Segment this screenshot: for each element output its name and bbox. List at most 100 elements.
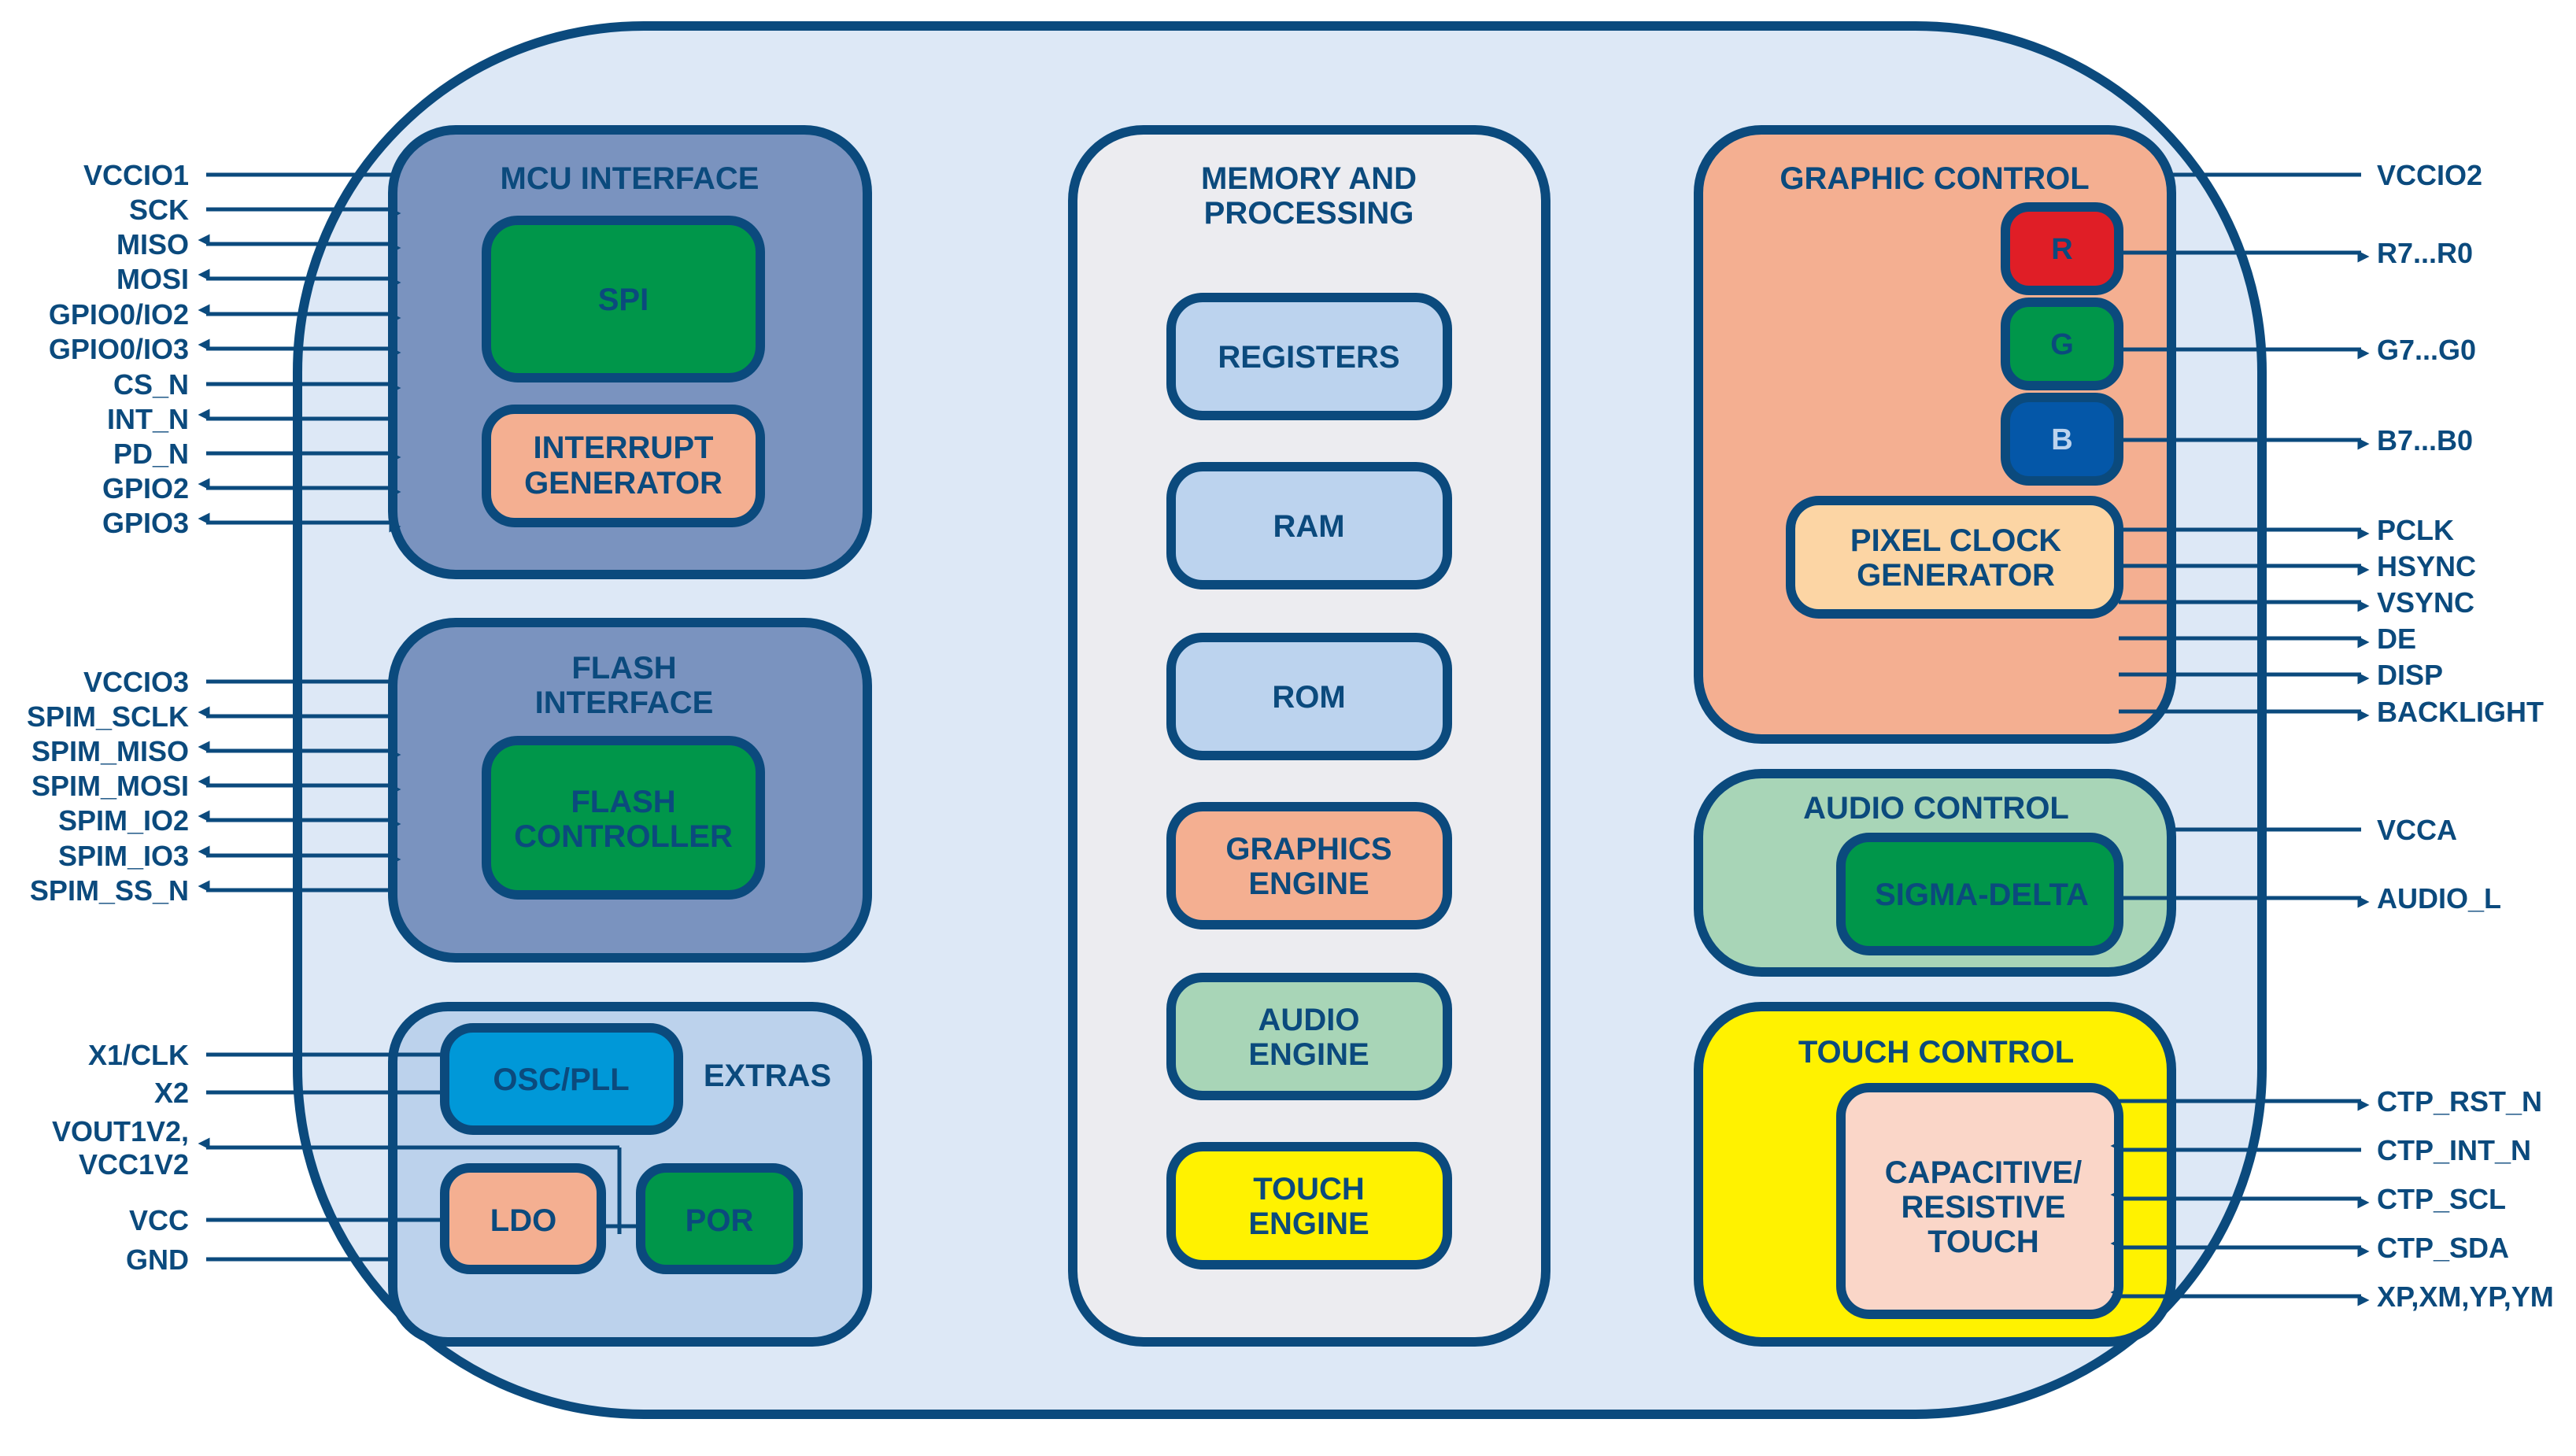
flash-interface-title-1: FLASH — [571, 651, 676, 686]
audio-control-block: AUDIO CONTROL SIGMA-DELTA — [1694, 769, 2176, 977]
pin-label: SPIM_SCLK — [27, 700, 189, 733]
pin-label: VCCIO2 — [2377, 159, 2482, 191]
registers-block — [1166, 293, 1452, 420]
pin-int-n: INT_N — [107, 403, 393, 435]
pin-label: VCC1V2 — [79, 1148, 189, 1181]
pixel-clock-label-1: PIXEL CLOCK — [1850, 523, 2061, 558]
pin-label: AUDIO_L — [2377, 882, 2501, 915]
pin-gpio3: GPIO3 — [102, 507, 401, 539]
pin-label: XP,XM,YP,YM — [2377, 1280, 2554, 1313]
memory-processing-block: MEMORY AND PROCESSING REGISTERSRAMROMGRA… — [1068, 125, 1550, 1347]
pin-label: X1/CLK — [88, 1039, 189, 1071]
pin-de: DE — [2119, 623, 2416, 655]
mcu-interface-title: MCU INTERFACE — [501, 161, 759, 196]
pin-label: GPIO3 — [102, 507, 189, 539]
osc-pll-block — [440, 1023, 683, 1135]
pin-vcca: VCCA — [2171, 814, 2457, 846]
pin-gnd: GND — [126, 1244, 393, 1276]
pin-spim-sclk: SPIM_SCLK — [27, 700, 393, 733]
pin-spim-io3: SPIM_IO3 — [58, 840, 401, 872]
spi-label: SPI — [598, 283, 649, 317]
sigma-delta-block — [1836, 833, 2123, 955]
pin-label: SCK — [129, 194, 189, 226]
pin-label: DISP — [2377, 659, 2443, 691]
pin-label: INT_N — [107, 403, 189, 435]
rom-block — [1166, 633, 1452, 760]
pin-label: VCCIO1 — [83, 159, 189, 191]
pin-label: GND — [126, 1244, 189, 1276]
touch-control-title: TOUCH CONTROL — [1798, 1035, 2074, 1070]
touch-engine-label: TOUCH — [1253, 1172, 1364, 1207]
mcu-interface-block: MCU INTERFACE SPI INTERRUPT GENERATOR — [388, 125, 872, 579]
blue-channel-label: B — [2051, 423, 2072, 456]
green-channel-label: G — [2050, 328, 2074, 361]
por-block — [636, 1163, 803, 1274]
ram-label: RAM — [1273, 509, 1344, 544]
pin-mosi: MOSI — [116, 263, 401, 295]
pin-label: VCCA — [2377, 814, 2457, 846]
touch-engine-block — [1166, 1142, 1452, 1269]
memory-title-1: MEMORY AND — [1201, 161, 1417, 196]
pin-miso: MISO — [116, 228, 401, 261]
audio-engine-block — [1166, 973, 1452, 1100]
spi-block — [482, 216, 765, 382]
pin-label: SPIM_IO3 — [58, 840, 189, 872]
pin-audio-l: AUDIO_L — [2119, 882, 2501, 915]
flash-interface-title-2: INTERFACE — [535, 686, 714, 720]
graphics-engine-label: ENGINE — [1248, 867, 1369, 901]
audio-control-title: AUDIO CONTROL — [1803, 791, 2069, 826]
memory-title-2: PROCESSING — [1204, 196, 1414, 231]
graphic-control-block: GRAPHIC CONTROL R G B PIXEL CLOCK GENERA… — [1694, 125, 2176, 744]
pin-label: VCC — [129, 1204, 189, 1236]
cap-touch-label-1: CAPACITIVE/ — [1885, 1155, 2082, 1190]
pin-spim-miso: SPIM_MISO — [31, 735, 401, 767]
registers-label: REGISTERS — [1218, 340, 1399, 375]
ram-block — [1166, 462, 1452, 589]
pin-label: SPIM_MOSI — [31, 770, 189, 802]
graphic-control-title: GRAPHIC CONTROL — [1780, 161, 2089, 196]
pin-xp-xm-yp-ym: XP,XM,YP,YM — [2110, 1280, 2554, 1313]
interrupt-generator-label-2: GENERATOR — [524, 466, 723, 501]
pin-label: VCCIO3 — [83, 666, 189, 698]
graphics-engine-block — [1166, 802, 1452, 929]
pin-label: X2 — [154, 1077, 189, 1109]
extras-title: EXTRAS — [704, 1059, 831, 1093]
green-channel-block — [2001, 297, 2123, 390]
pin-label: SPIM_SS_N — [30, 874, 189, 907]
graphics-engine-label: GRAPHICS — [1225, 832, 1391, 867]
sigma-delta-label: SIGMA-DELTA — [1875, 878, 2089, 912]
red-channel-label: R — [2051, 233, 2072, 266]
interrupt-generator-label-1: INTERRUPT — [534, 431, 714, 465]
pin-spim-mosi: SPIM_MOSI — [31, 770, 401, 802]
pin-vcc: VCC — [129, 1204, 445, 1236]
pin-label: SPIM_IO2 — [58, 804, 189, 837]
pin-ctp-rst-n: CTP_RST_N — [2119, 1085, 2542, 1118]
pin-g7-g0: G7...G0 — [2119, 334, 2476, 366]
pin-gpio0-io2: GPIO0/IO2 — [49, 298, 401, 331]
pin-x2: X2 — [154, 1077, 445, 1109]
pin-signals: VCCIO1SCKMISOMOSIGPIO0/IO2GPIO0/IO3CS_NI… — [27, 159, 2554, 1313]
memory-items: REGISTERSRAMROMGRAPHICSENGINEAUDIOENGINE… — [1166, 293, 1452, 1269]
touch-engine-label: ENGINE — [1248, 1207, 1369, 1241]
pin-label: MOSI — [116, 263, 189, 295]
pin-label: GPIO2 — [102, 472, 189, 504]
pin-pclk: PCLK — [2119, 514, 2454, 546]
pin-label: G7...G0 — [2377, 334, 2476, 366]
audio-engine-label: AUDIO — [1258, 1003, 1360, 1037]
pin-ctp-int-n: CTP_INT_N — [2110, 1134, 2531, 1166]
pin-vccio3: VCCIO3 — [83, 666, 393, 698]
pin-label: GPIO0/IO3 — [49, 333, 189, 365]
pixel-clock-generator-block — [1786, 496, 2123, 619]
pin-gpio0-io3: GPIO0/IO3 — [49, 333, 401, 365]
pin-label: MISO — [116, 228, 189, 261]
pin-label: HSYNC — [2377, 550, 2476, 582]
pin-disp: DISP — [2119, 659, 2443, 691]
pin-label: B7...B0 — [2377, 424, 2473, 456]
pin-spim-io2: SPIM_IO2 — [58, 804, 401, 837]
pin-ctp-sda: CTP_SDA — [2110, 1232, 2509, 1264]
red-channel-block — [2001, 202, 2123, 295]
pin-pd-n: PD_N — [113, 438, 401, 470]
pin-vccio2: VCCIO2 — [2171, 159, 2482, 191]
pin-backlight: BACKLIGHT — [2119, 696, 2544, 728]
